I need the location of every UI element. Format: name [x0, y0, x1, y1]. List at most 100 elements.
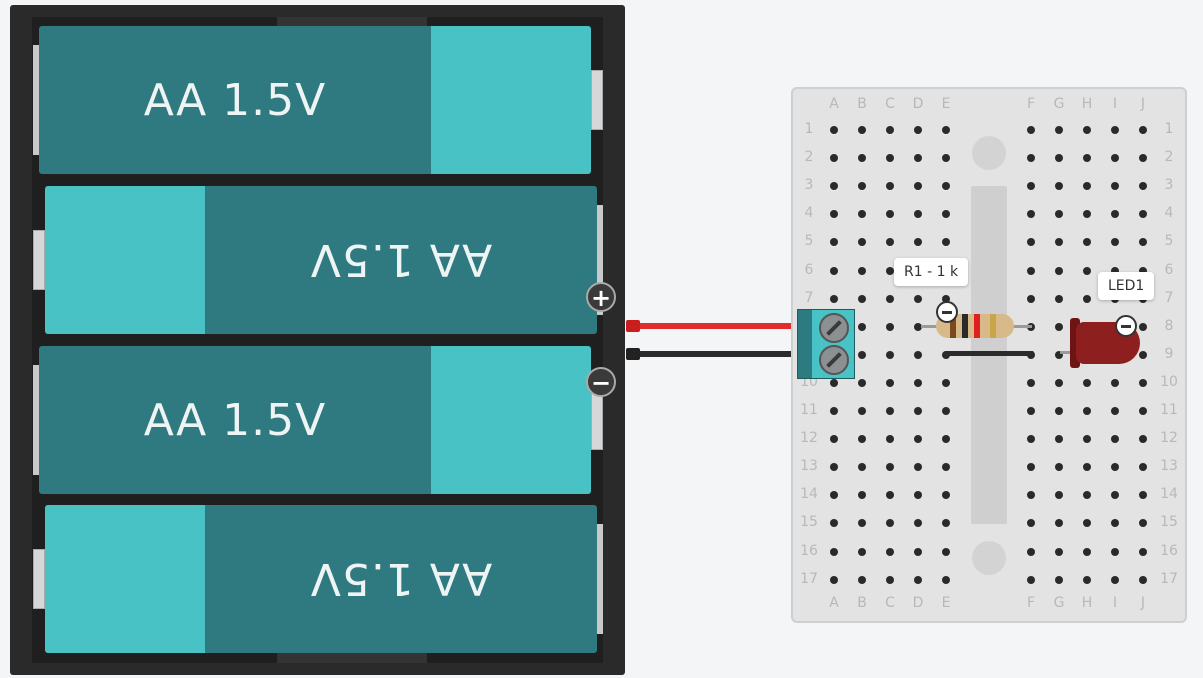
- breadboard-hole[interactable]: [858, 519, 866, 528]
- battery-cell-4[interactable]: AA 1.5V: [33, 505, 603, 653]
- breadboard-hole[interactable]: [1111, 491, 1119, 500]
- breadboard-hole[interactable]: [858, 182, 866, 191]
- breadboard-hole[interactable]: [886, 322, 894, 331]
- breadboard-hole[interactable]: [1139, 407, 1147, 415]
- breadboard-hole[interactable]: [886, 182, 894, 191]
- breadboard-hole[interactable]: [942, 182, 950, 191]
- breadboard-hole[interactable]: [886, 547, 894, 556]
- breadboard-hole[interactable]: [830, 407, 838, 415]
- breadboard-hole[interactable]: [1139, 154, 1147, 163]
- breadboard-hole[interactable]: [942, 294, 950, 303]
- breadboard-hole[interactable]: [886, 266, 894, 275]
- screw-terminal-block[interactable]: [797, 309, 855, 379]
- breadboard-hole[interactable]: [942, 407, 950, 415]
- breadboard-hole[interactable]: [1111, 463, 1119, 472]
- breadboard-hole[interactable]: [1139, 350, 1147, 359]
- breadboard-hole[interactable]: [858, 407, 866, 415]
- breadboard-hole[interactable]: [886, 575, 894, 584]
- breadboard-hole[interactable]: [942, 126, 950, 134]
- breadboard-hole[interactable]: [914, 210, 922, 219]
- breadboard-hole[interactable]: [830, 463, 838, 472]
- breadboard-hole[interactable]: [886, 154, 894, 163]
- breadboard-hole[interactable]: [886, 491, 894, 500]
- breadboard-hole[interactable]: [830, 210, 838, 219]
- breadboard-hole[interactable]: [1083, 126, 1091, 134]
- breadboard-hole[interactable]: [1083, 238, 1091, 247]
- breadboard-hole[interactable]: [858, 238, 866, 247]
- breadboard-hole[interactable]: [1139, 378, 1147, 387]
- breadboard-hole[interactable]: [858, 322, 866, 331]
- breadboard-hole[interactable]: [858, 350, 866, 359]
- breadboard-hole[interactable]: [1055, 238, 1063, 247]
- breadboard-hole[interactable]: [942, 547, 950, 556]
- breadboard-hole[interactable]: [1027, 182, 1035, 191]
- breadboard-hole[interactable]: [1139, 266, 1147, 275]
- breadboard-hole[interactable]: [1139, 463, 1147, 472]
- breadboard-hole[interactable]: [914, 126, 922, 134]
- breadboard-hole[interactable]: [886, 519, 894, 528]
- breadboard-hole[interactable]: [886, 210, 894, 219]
- breadboard-hole[interactable]: [1111, 238, 1119, 247]
- breadboard-hole[interactable]: [1111, 126, 1119, 134]
- breadboard-hole[interactable]: [1111, 154, 1119, 163]
- breadboard-hole[interactable]: [1027, 547, 1035, 556]
- breadboard-hole[interactable]: [1055, 407, 1063, 415]
- breadboard-hole[interactable]: [914, 322, 922, 331]
- breadboard-hole[interactable]: [1139, 491, 1147, 500]
- breadboard-hole[interactable]: [1027, 491, 1035, 500]
- breadboard-hole[interactable]: [1055, 378, 1063, 387]
- breadboard-hole[interactable]: [1111, 378, 1119, 387]
- breadboard-hole[interactable]: [1055, 322, 1063, 331]
- breadboard-hole[interactable]: [858, 154, 866, 163]
- breadboard-hole[interactable]: [830, 575, 838, 584]
- breadboard-hole[interactable]: [1083, 154, 1091, 163]
- breadboard-hole[interactable]: [830, 238, 838, 247]
- breadboard-hole[interactable]: [942, 463, 950, 472]
- breadboard-hole[interactable]: [858, 547, 866, 556]
- breadboard-hole[interactable]: [1083, 519, 1091, 528]
- breadboard-hole[interactable]: [886, 238, 894, 247]
- battery-positive-terminal[interactable]: +: [586, 282, 616, 312]
- breadboard-hole[interactable]: [1055, 154, 1063, 163]
- breadboard-hole[interactable]: [1139, 322, 1147, 331]
- breadboard-hole[interactable]: [1139, 238, 1147, 247]
- breadboard-hole[interactable]: [1111, 266, 1119, 275]
- resistor-negative-icon[interactable]: [936, 301, 958, 323]
- breadboard-hole[interactable]: [914, 407, 922, 415]
- breadboard-hole[interactable]: [1027, 407, 1035, 415]
- breadboard-hole[interactable]: [858, 378, 866, 387]
- breadboard-hole[interactable]: [1055, 463, 1063, 472]
- breadboard-hole[interactable]: [1055, 435, 1063, 444]
- breadboard-hole[interactable]: [1027, 210, 1035, 219]
- breadboard-hole[interactable]: [886, 126, 894, 134]
- breadboard-hole[interactable]: [1111, 519, 1119, 528]
- breadboard-hole[interactable]: [914, 435, 922, 444]
- breadboard-hole[interactable]: [1139, 435, 1147, 444]
- breadboard-hole[interactable]: [1027, 238, 1035, 247]
- breadboard-hole[interactable]: [886, 294, 894, 303]
- breadboard-hole[interactable]: [914, 547, 922, 556]
- breadboard-hole[interactable]: [914, 378, 922, 387]
- breadboard-hole[interactable]: [1111, 435, 1119, 444]
- breadboard-hole[interactable]: [1027, 435, 1035, 444]
- battery-cell-2[interactable]: AA 1.5V: [33, 186, 603, 334]
- breadboard-hole[interactable]: [1027, 266, 1035, 275]
- breadboard-hole[interactable]: [1055, 266, 1063, 275]
- breadboard-hole[interactable]: [914, 491, 922, 500]
- breadboard-hole[interactable]: [886, 435, 894, 444]
- breadboard-hole[interactable]: [830, 519, 838, 528]
- led-negative-icon[interactable]: [1115, 315, 1137, 337]
- breadboard-hole[interactable]: [914, 350, 922, 359]
- negative-wire[interactable]: [640, 351, 800, 357]
- breadboard-hole[interactable]: [830, 126, 838, 134]
- breadboard-hole[interactable]: [858, 294, 866, 303]
- breadboard-hole[interactable]: [942, 519, 950, 528]
- breadboard-hole[interactable]: [886, 350, 894, 359]
- breadboard-hole[interactable]: [830, 491, 838, 500]
- breadboard-hole[interactable]: [1083, 266, 1091, 275]
- breadboard-hole[interactable]: [1083, 294, 1091, 303]
- breadboard-hole[interactable]: [830, 266, 838, 275]
- breadboard-hole[interactable]: [1139, 547, 1147, 556]
- breadboard-hole[interactable]: [1055, 575, 1063, 584]
- battery-cell-3[interactable]: AA 1.5V: [33, 346, 603, 494]
